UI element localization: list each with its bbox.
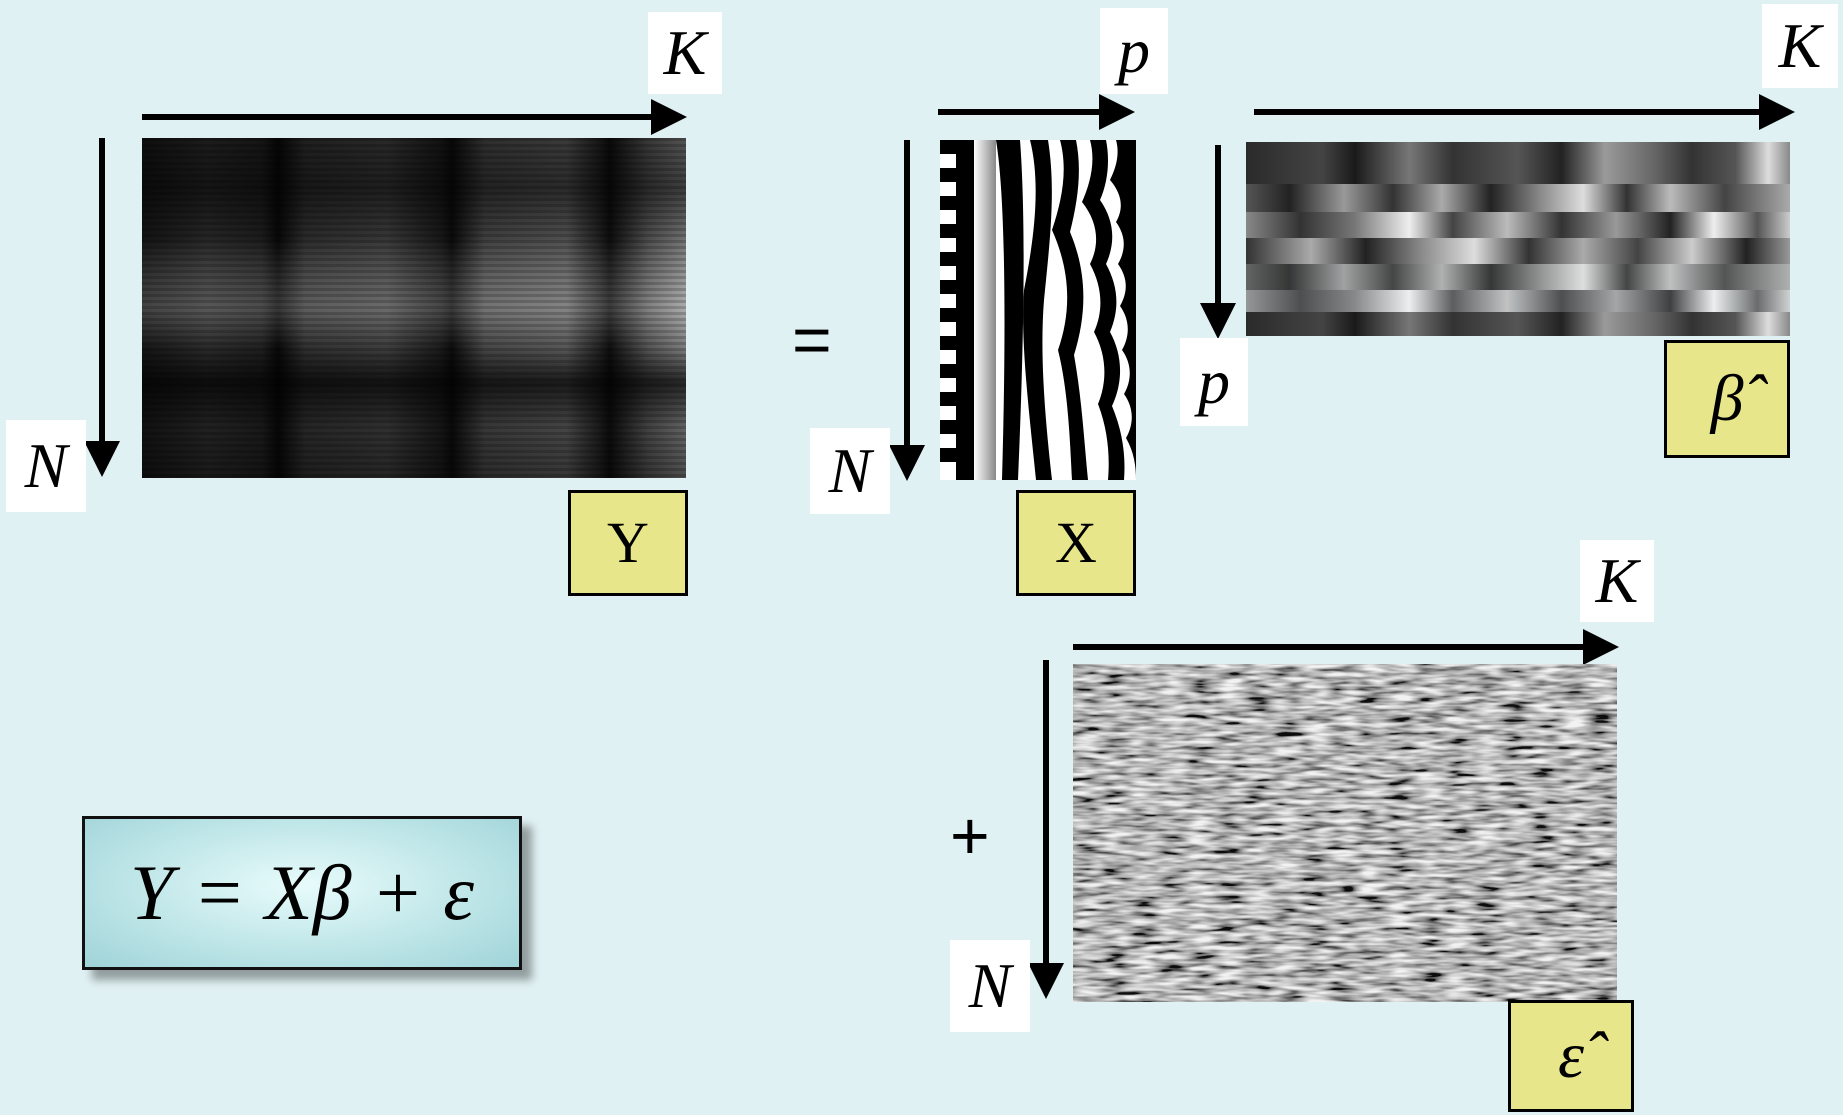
x-rows-label: N [810, 428, 890, 514]
epsilon-matrix-image [1073, 664, 1617, 1002]
beta-cols-label: K [1762, 4, 1838, 88]
beta-hat-tag: β̂ [1664, 340, 1790, 458]
model-equation: Y = Xβ + ε [82, 816, 522, 970]
epsilon-hat-tag: ε̂ [1508, 1000, 1634, 1112]
y-cols-label: K [648, 12, 722, 94]
x-cols-label: p [1100, 8, 1168, 94]
y-rows-label: N [6, 420, 86, 512]
equals-sign: = [792, 302, 832, 378]
x-matrix-tag: X [1016, 490, 1136, 596]
x-matrix-image [940, 140, 1136, 480]
plus-sign: + [950, 798, 990, 874]
eps-cols-label: K [1580, 540, 1654, 622]
y-matrix-image [142, 138, 686, 478]
y-matrix-tag: Y [568, 490, 688, 596]
beta-matrix-image [1246, 142, 1790, 336]
beta-rows-label: p [1180, 338, 1248, 426]
eps-rows-label: N [950, 940, 1030, 1032]
